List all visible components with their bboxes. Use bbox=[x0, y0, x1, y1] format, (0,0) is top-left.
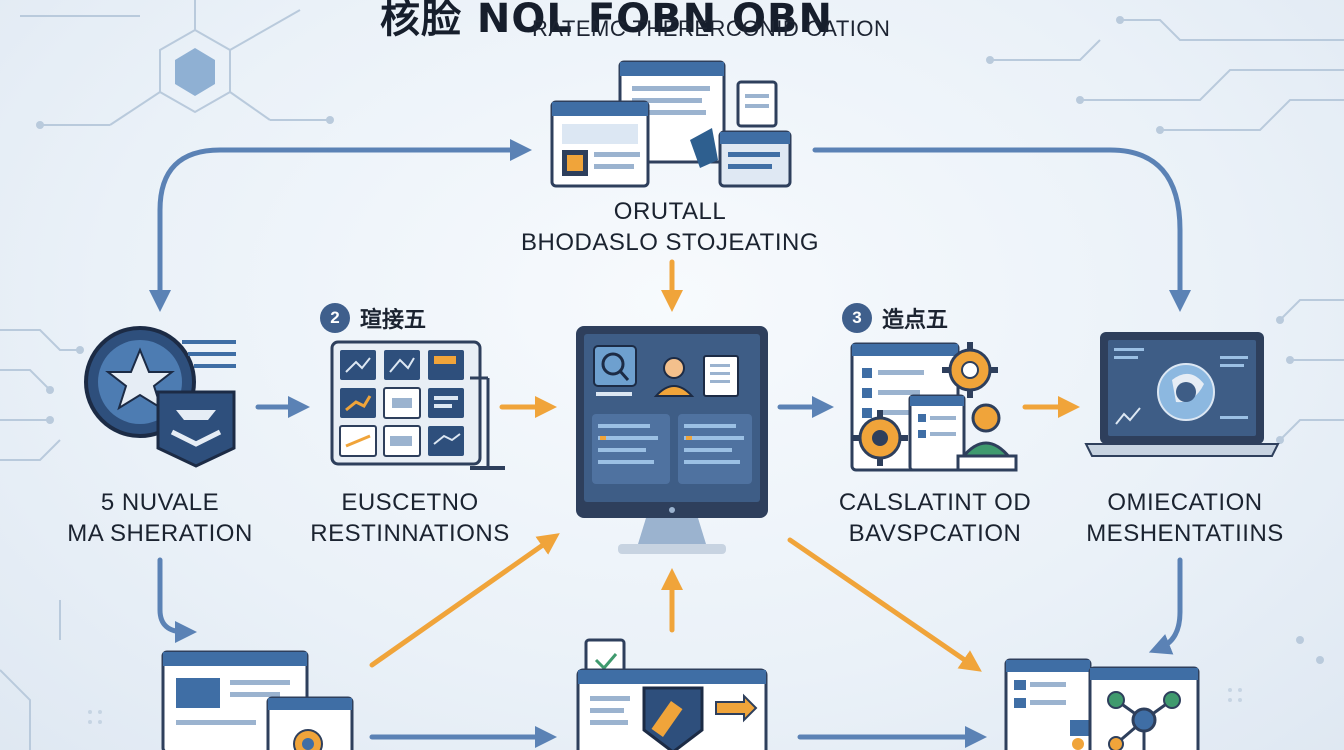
top-node-label: ORUTALL BHODASLO STOJEATING bbox=[500, 196, 840, 258]
step-2-heading: 2 瑄接五 bbox=[320, 302, 426, 334]
bottom-center-shield-illustration bbox=[576, 638, 768, 750]
node-2-label: EUSCETNO RESTINNATIONS bbox=[290, 487, 530, 549]
page-subtitle: RATEMC THERERCONID CATION bbox=[532, 16, 891, 41]
node-2-line1: EUSCETNO bbox=[341, 489, 479, 516]
hexagon-icon bbox=[175, 48, 215, 96]
grid-tablet-illustration bbox=[330, 340, 505, 470]
bottom-right-network-illustration bbox=[1004, 658, 1200, 750]
step-3-heading: 3 造点五 bbox=[842, 302, 948, 334]
arrow-left-down bbox=[157, 557, 197, 643]
node-2-line2: RESTINNATIONS bbox=[310, 520, 510, 547]
page-title: 核脸 NOL FOBN OBN bbox=[380, 0, 834, 42]
step-3-title: 造点五 bbox=[882, 308, 949, 333]
arrow-diag-right-down bbox=[787, 537, 982, 672]
laptop-illustration bbox=[1084, 332, 1280, 457]
node-4-label: OMIECATION MESHENTATIINS bbox=[1060, 487, 1310, 549]
node-3-label: CALSLATINT OD BAVSPCATION bbox=[810, 487, 1060, 549]
node-1-line1: 5 NUVALE bbox=[100, 489, 220, 516]
step-3-number: 3 bbox=[842, 303, 872, 333]
arrow-top-right bbox=[812, 147, 1191, 312]
person-icon bbox=[971, 403, 1001, 433]
node-4-line1: OMIECATION bbox=[1107, 489, 1263, 516]
top-node-line2: BHODASLO STOJEATING bbox=[520, 229, 819, 256]
node-4-line2: MESHENTATIINS bbox=[1086, 520, 1284, 547]
arrow-right-icon bbox=[715, 693, 758, 723]
node-1-line2: MA SHERATION bbox=[67, 520, 253, 547]
gears-person-illustration bbox=[850, 342, 1018, 472]
arrow-right-down bbox=[1148, 557, 1183, 655]
node-3-line2: BAVSPCATION bbox=[848, 520, 1022, 547]
step-2-number: 2 bbox=[320, 303, 350, 333]
bottom-left-windows-illustration bbox=[161, 650, 354, 750]
top-windows-illustration bbox=[550, 60, 792, 188]
network-node-icon bbox=[1131, 707, 1157, 733]
top-node-line1: ORUTALL bbox=[613, 198, 727, 225]
check-icon bbox=[594, 653, 618, 671]
arrow-top-left bbox=[149, 147, 518, 312]
arrow-diag-left-up bbox=[369, 533, 560, 668]
node-3-line1: CALSLATINT OD bbox=[838, 489, 1032, 516]
central-monitor-illustration bbox=[576, 326, 768, 554]
shield-icon bbox=[156, 390, 236, 468]
step-2-title: 瑄接五 bbox=[360, 308, 427, 333]
star-icon bbox=[105, 347, 175, 411]
star-badge-illustration bbox=[84, 326, 236, 468]
node-1-label: 5 NUVALE MA SHERATION bbox=[40, 487, 280, 549]
